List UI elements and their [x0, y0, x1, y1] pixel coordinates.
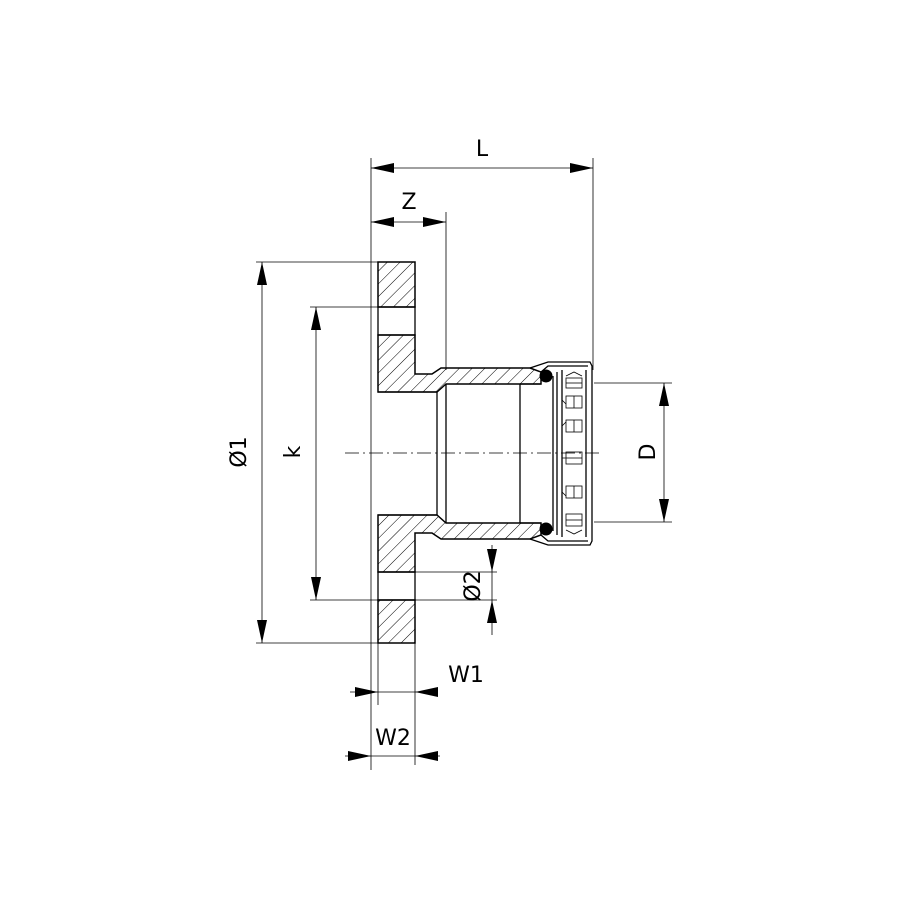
- flange-top-lug: [377, 261, 416, 308]
- dim-Z: Z: [371, 190, 446, 227]
- dim-D: D: [636, 383, 669, 522]
- dim-L: L: [371, 137, 593, 173]
- bolt-hole-bottom: [377, 571, 416, 601]
- flange-top-body: [377, 334, 542, 393]
- grip-ring-teeth: [561, 371, 583, 535]
- dim-W1: W1: [350, 663, 484, 697]
- flange-section: [377, 261, 542, 644]
- label-L: L: [476, 137, 489, 162]
- label-D: D: [636, 444, 661, 461]
- press-fitting-end: [529, 361, 593, 546]
- dim-k: k: [281, 307, 321, 600]
- label-Z: Z: [401, 190, 416, 215]
- bore-lines: [378, 383, 541, 524]
- dim-W2: W2: [345, 726, 440, 761]
- label-W1: W1: [448, 663, 484, 688]
- label-W2: W2: [375, 726, 411, 751]
- flange-bottom-lug: [377, 599, 416, 644]
- o-ring-top: [539, 369, 553, 383]
- o-ring-bottom: [539, 522, 553, 536]
- label-diameter-1: Ø1: [227, 436, 252, 467]
- flange-bottom-body: [377, 514, 542, 573]
- label-k: k: [281, 445, 306, 458]
- dim-diameter-2: Ø2: [461, 545, 497, 635]
- dim-diameter-1: Ø1: [227, 262, 267, 643]
- extension-lines: [256, 158, 672, 770]
- bolt-hole-top: [377, 306, 416, 336]
- label-diameter-2: Ø2: [461, 570, 486, 601]
